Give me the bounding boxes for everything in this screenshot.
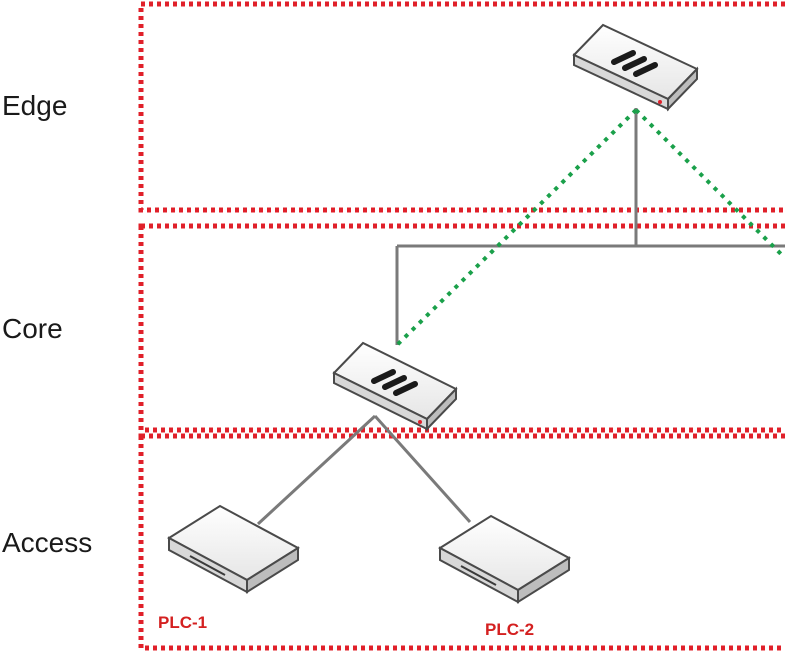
edge-tier-label: Edge [2, 90, 68, 121]
core-tier-label: Core [2, 313, 63, 344]
edge-to-right-dotted-link [634, 108, 785, 260]
plc-device-icon [189, 555, 226, 576]
plc1-label: PLC-1 [158, 613, 208, 632]
access-zone [138, 433, 785, 651]
firewall-icon [371, 369, 418, 396]
core-firewall-device [332, 341, 458, 432]
plc1-device [167, 504, 300, 594]
solid-links [256, 108, 785, 526]
firewall-icon [611, 50, 658, 77]
core-to-plc2-link [373, 414, 472, 524]
plc2-device [438, 514, 571, 604]
edge-zone [138, 1, 785, 213]
core-zone [138, 223, 785, 433]
plc-device-icon [460, 565, 497, 586]
core-to-plc1-link [256, 414, 377, 526]
edge-firewall-device [572, 23, 699, 112]
access-tier-label: Access [2, 527, 93, 558]
plc2-label: PLC-2 [485, 620, 535, 639]
